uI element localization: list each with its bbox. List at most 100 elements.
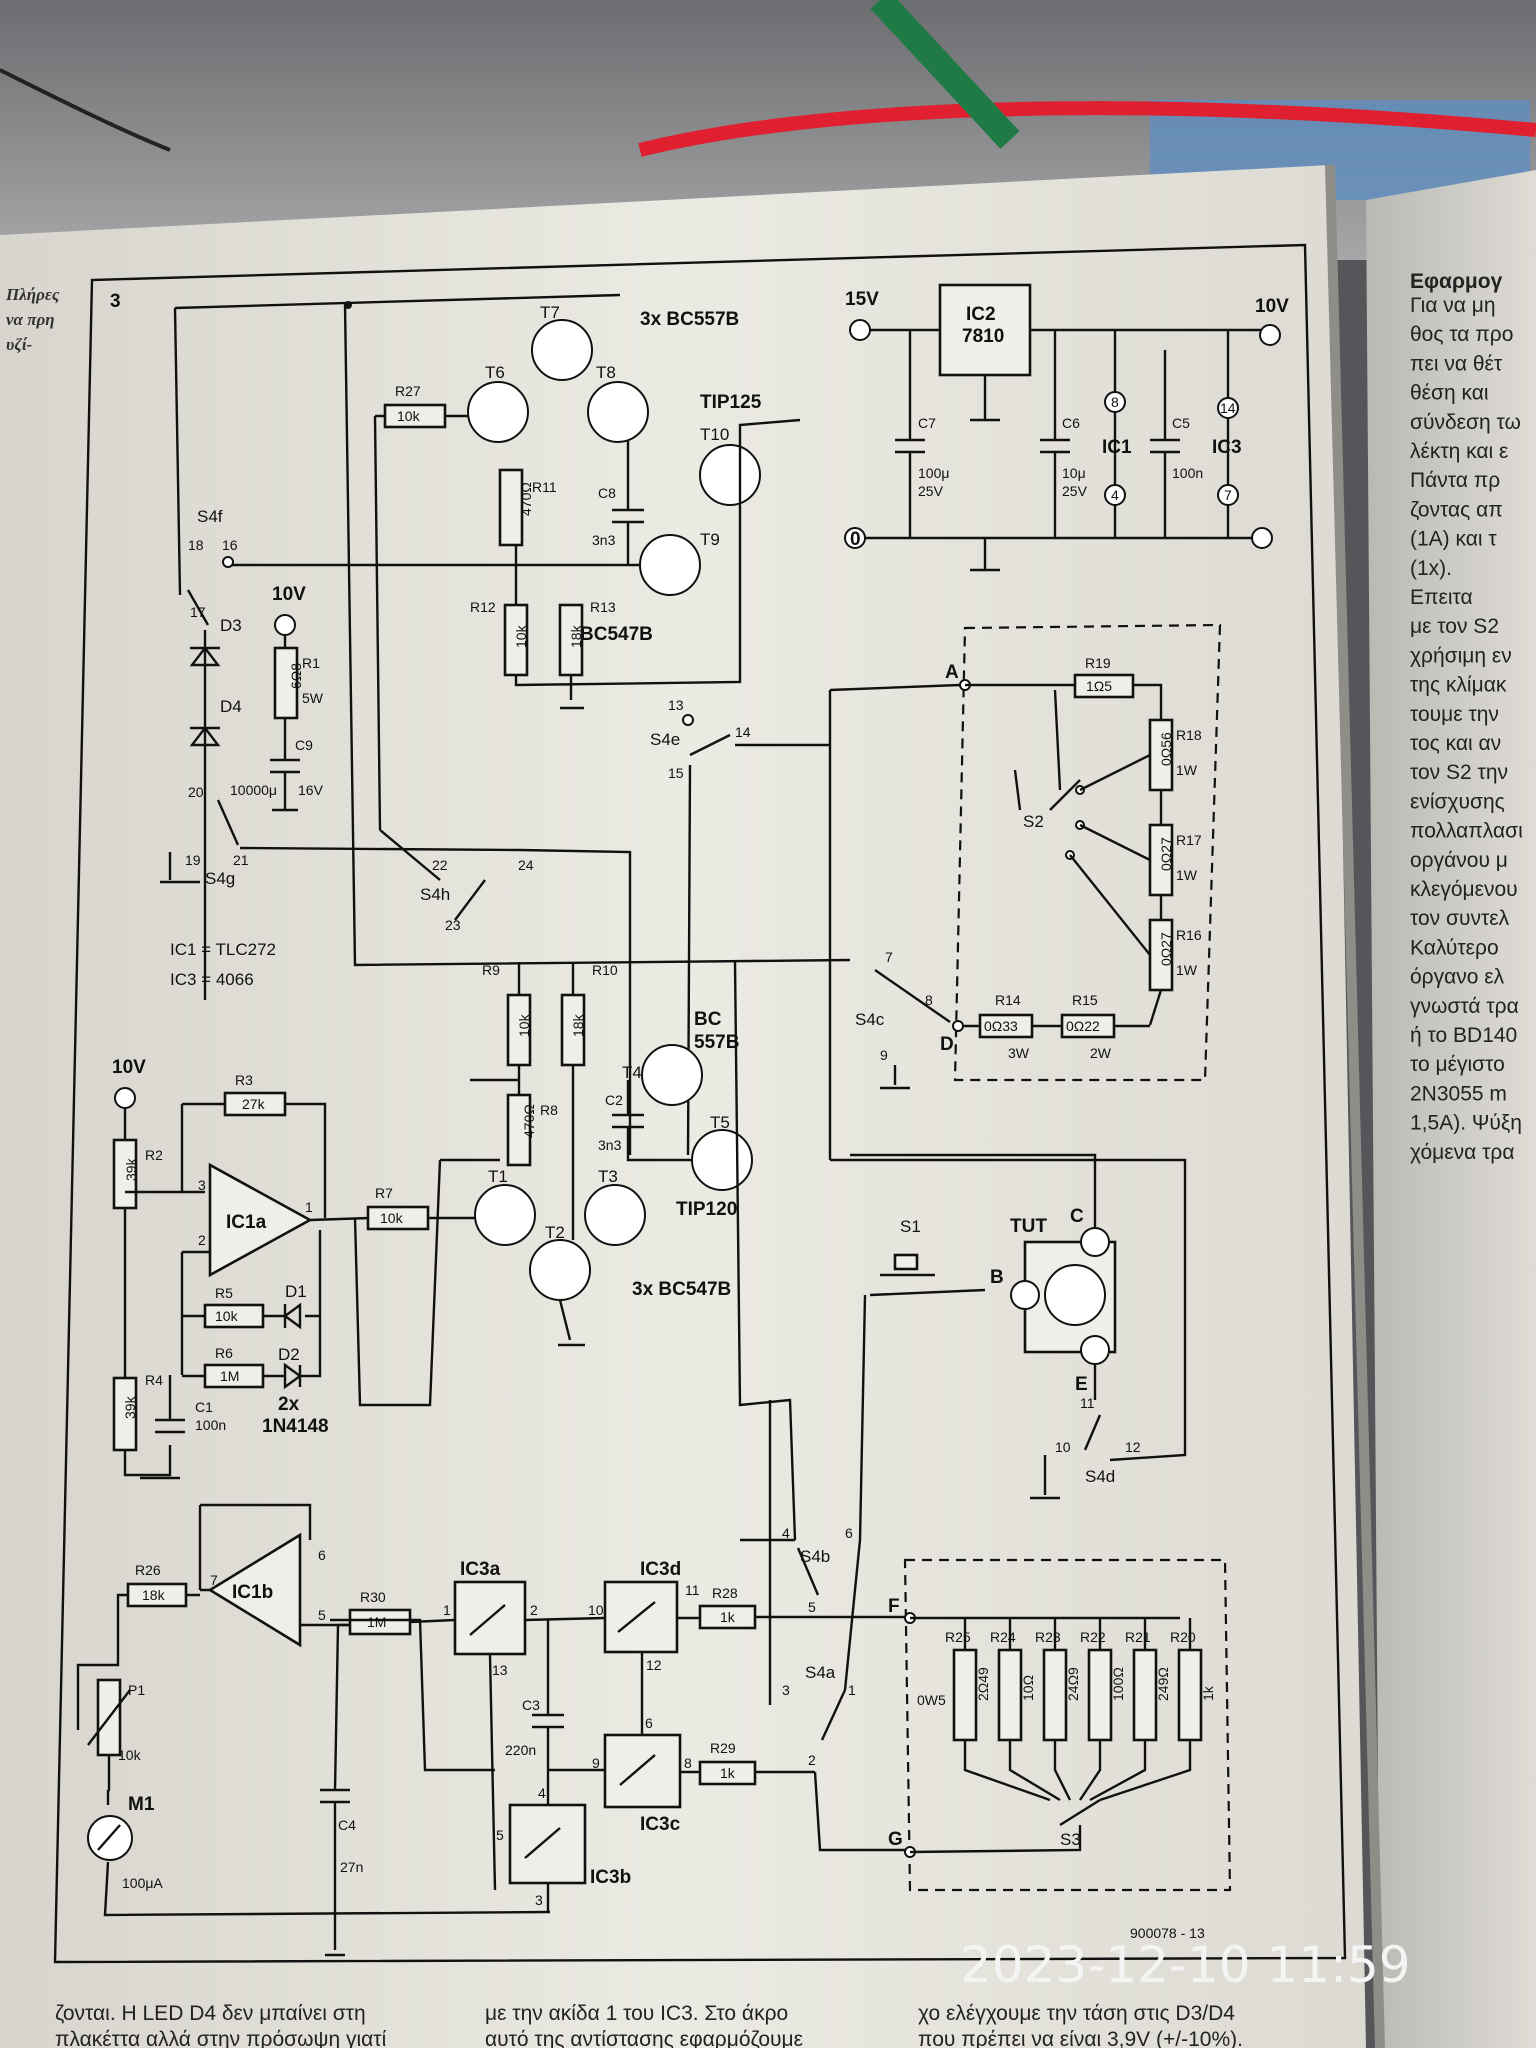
bottom-col1-line: ζονται. Η LED D4 δεν μπαίνει στη [55,2002,366,2025]
ref-r28: R28 [712,1585,738,1601]
value-r22: 100Ω [1110,1667,1126,1701]
pin-ic1b-7: 7 [210,1572,218,1588]
part-t4-line1: BC [694,1009,722,1030]
margin-line: υζί- [6,335,33,354]
ref-c8: C8 [598,485,616,501]
power-r1: 5W [302,690,324,706]
resistor-r21 [1132,1648,1158,1742]
value-c6: 10μ [1062,465,1086,481]
right-text-line: σύνδεση τω [1410,411,1521,434]
label-s4e: S4e [650,730,680,749]
transistor-under-test [1044,1264,1106,1326]
label-t1: T1 [488,1167,508,1186]
value-c5: 100n [1172,465,1203,481]
right-text-line: ή το BD140 [1410,1024,1517,1047]
value-r19: 1Ω5 [1086,678,1112,694]
shunt-resistor-block [903,1558,1232,1892]
pin-s4a-1: 1 [848,1682,856,1698]
pin-s4a-3: 3 [782,1682,790,1698]
pin-ic1-4: 4 [1111,487,1119,503]
note-ic1: IC1 = TLC272 [170,940,276,959]
pin-ic3a-13: 13 [492,1662,508,1678]
part-t7-group: 3x BC557B [640,309,739,330]
ref-c5: C5 [1172,415,1190,431]
label-t8: T8 [596,363,616,382]
value-r21: 249Ω [1155,1667,1171,1701]
value-r18: 0Ω56 [1158,732,1174,766]
pin-ic3d-12: 12 [646,1657,662,1673]
pin-ic3d-11: 11 [685,1582,700,1598]
value-r26: 18k [142,1587,166,1603]
ref-r26: R26 [135,1562,161,1578]
ref-r8: R8 [540,1102,558,1118]
right-text-line: τος και αν [1410,732,1501,755]
right-text-line: κλεγόμενου [1410,878,1518,901]
label-s4f: S4f [197,507,223,526]
right-text-line: Πάντα πρ [1410,469,1500,492]
power-r16: 1W [1176,962,1198,978]
ref-r4: R4 [145,1372,163,1388]
right-text-line: ζοντας απ [1410,498,1503,521]
value-r29: 1k [720,1765,736,1781]
pin-ic3c-9: 9 [592,1755,600,1771]
shunt-wire [963,1618,1051,1802]
pin-ic3c-8: 8 [684,1755,692,1771]
label-t5: T5 [710,1113,730,1132]
margin-line: να πρη [6,310,55,329]
ref-r18: R18 [1176,727,1202,743]
ref-c4: C4 [338,1817,356,1833]
ref-r25: R25 [945,1629,971,1645]
bottom-col3-line: χο ελέγχουμε την τάση στις D3/D4 [918,2002,1235,2025]
pushbutton-s1[interactable] [893,1253,919,1271]
ref-c2: C2 [605,1092,623,1108]
ref-r5: R5 [215,1285,233,1301]
label-e: E [1075,1374,1088,1395]
left-page [0,165,1366,2048]
photo-timestamp: 2023-12-10 11:59 [960,1936,1411,1994]
value-c9: 10000μ [230,782,277,798]
shunt-wire [1089,1618,1147,1802]
right-text-line: πολλαπλασι [1410,820,1523,843]
opamp-ic1b [207,1532,302,1648]
voltage-c7: 25V [918,483,944,499]
margin-line: Πλήρες [5,285,60,304]
shunt-wire [1079,1618,1102,1801]
label-t7: T7 [540,303,560,322]
resistor-r25 [952,1648,978,1742]
right-text-line: Για να μη [1410,294,1496,317]
transistor-t3 [584,1184,646,1246]
value-c8: 3n3 [592,532,616,548]
range-resistor-block [953,623,1222,1082]
power-r14: 3W [1008,1045,1030,1061]
label-s4h: S4h [420,885,450,904]
value-m1: 100μA [122,1875,163,1891]
pin-11: 11 [1080,1395,1095,1411]
transistor-t2 [529,1239,591,1301]
value-r27: 10k [397,408,421,424]
pin-12: 12 [1125,1439,1141,1455]
label-ic3b: IC3b [590,1867,631,1888]
value-r3: 27k [242,1096,266,1112]
left-margin-text: Πλήρες να πρη υζί- [5,285,60,354]
label-d3: D3 [220,616,242,635]
label-10v-out: 10V [1255,296,1289,317]
label-d: D [940,1034,954,1055]
ic1a-amplifier: 10V R2 39k R4 39k C1 100n IC1a 3 2 1 R3 … [112,1057,475,1480]
ref-r24: R24 [990,1629,1016,1645]
value-c7: 100μ [918,465,949,481]
right-text-line: ενίσχυσης [1410,790,1505,813]
label-s3: S3 [1060,1830,1081,1849]
resistor-r11 [498,468,524,547]
value-r20: 1k [1200,1685,1216,1701]
right-text-line: της κλίμακ [1410,674,1507,697]
ref-c1: C1 [195,1399,213,1415]
value-c4: 27n [340,1859,363,1875]
value-r1: 6Ω8 [288,663,304,689]
label-t9: T9 [700,530,720,549]
ref-r6: R6 [215,1345,233,1361]
label-tut: TUT [1010,1216,1047,1237]
label-ic1: IC1 [1102,437,1132,458]
value-r17: 0Ω27 [1158,837,1174,871]
pin-ic1b-6: 6 [318,1547,326,1563]
